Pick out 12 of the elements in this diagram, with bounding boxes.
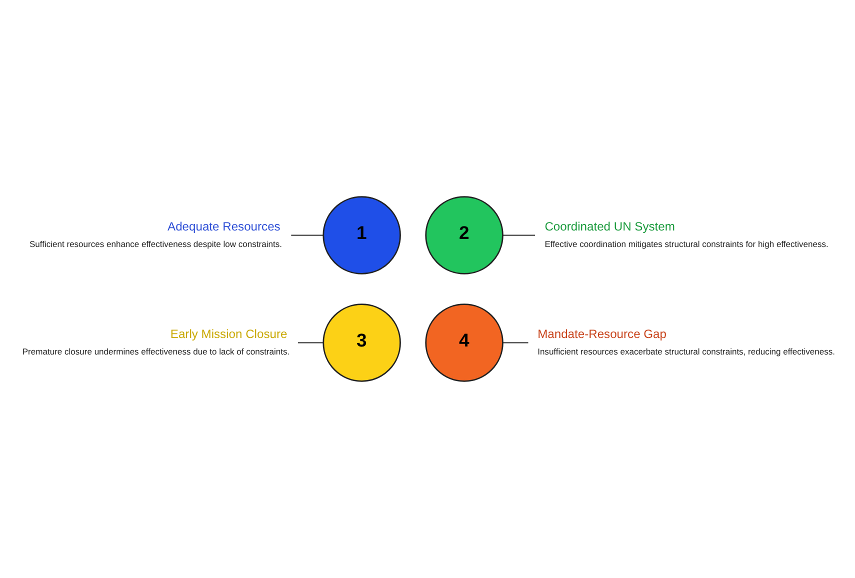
- connector: [502, 342, 528, 344]
- node-circle: 4: [424, 304, 503, 382]
- node-circle: 2: [424, 196, 503, 274]
- connector: [297, 342, 323, 344]
- node-text: Early Mission Closure Premature closure undermines effectiveness due to lack of constraints.: [22, 327, 290, 357]
- connector: [290, 234, 323, 236]
- node-circle: 1: [322, 196, 400, 274]
- connector: [502, 234, 535, 236]
- node-circle: 3: [322, 304, 400, 382]
- node-text: Coordinated UN System Effective coordination mitigates structural constraints for high effectiveness.: [544, 220, 828, 250]
- node-text: Mandate-Resource Gap Insufficient resources exacerbate structural constraints, reducing effectiveness.: [537, 327, 835, 357]
- node-text: Adequate Resources Sufficient resources enhance effectiveness despite low constraints.: [29, 220, 282, 250]
